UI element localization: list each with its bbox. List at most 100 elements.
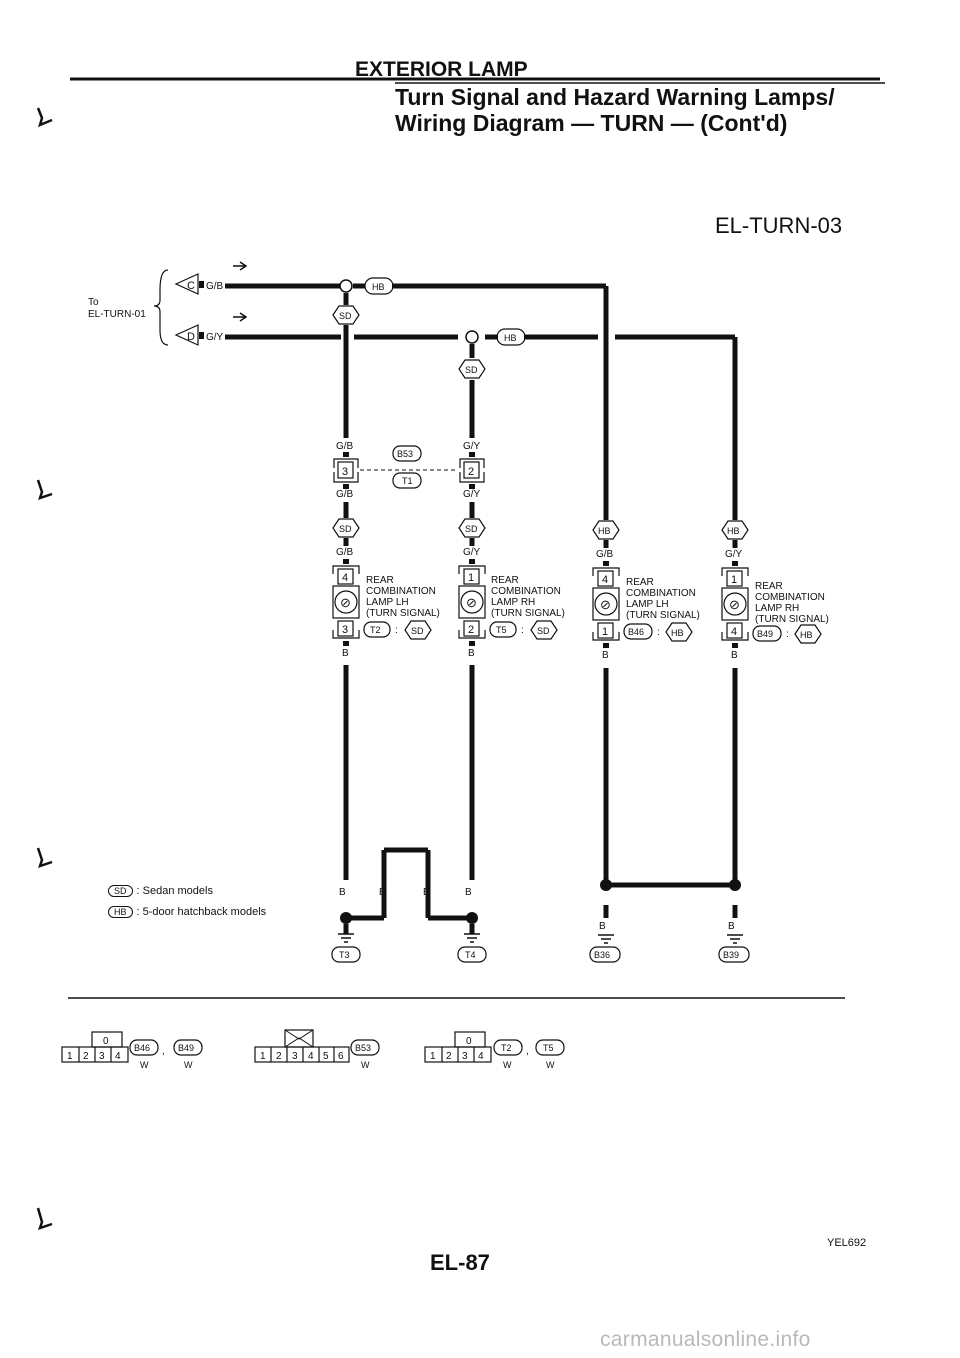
svg-text:B46: B46	[628, 627, 644, 637]
svg-text:HB: HB	[800, 630, 813, 640]
page-title-line-2: Wiring Diagram — TURN — (Cont'd)	[395, 110, 788, 136]
svg-text:T5: T5	[543, 1043, 554, 1053]
sd-badge-lamp2: SD	[458, 518, 486, 538]
svg-text:4: 4	[478, 1051, 484, 1062]
svg-text:COMBINATION: COMBINATION	[366, 586, 436, 597]
wire-label-b: B	[599, 921, 606, 932]
svg-text:1: 1	[602, 626, 608, 638]
svg-text:SD: SD	[465, 365, 478, 375]
wire-label-b: B	[728, 921, 735, 932]
legend-sedan: SD: Sedan models	[108, 885, 213, 897]
legend-hatchback-text: : 5-door hatchback models	[136, 906, 267, 918]
svg-text:4: 4	[115, 1051, 121, 1062]
lamp-bulb-icon: ⊘	[600, 597, 611, 612]
svg-text:B53: B53	[397, 449, 413, 459]
sd-badge-lamp1: SD	[332, 518, 360, 538]
input-connector-d: D G/Y	[174, 312, 248, 346]
hb-badge-top-gb: HB	[364, 277, 394, 295]
svg-text:4: 4	[731, 626, 737, 638]
svg-text::: :	[395, 625, 398, 636]
flow-arrow-icon	[233, 261, 248, 271]
svg-text:REAR: REAR	[366, 575, 394, 586]
svg-text:3: 3	[99, 1051, 105, 1062]
svg-text:W: W	[503, 1060, 512, 1070]
ground-b39: B39	[723, 950, 739, 960]
wire-label-gb: G/B	[336, 547, 354, 558]
svg-text:HB: HB	[671, 628, 684, 638]
diagram-id: EL-TURN-03	[715, 213, 843, 238]
svg-text:2: 2	[446, 1051, 452, 1062]
svg-text:0: 0	[466, 1036, 472, 1047]
svg-text:HB: HB	[372, 282, 385, 292]
svg-text:W: W	[546, 1060, 555, 1070]
lamp-bulb-icon	[723, 592, 747, 616]
input-connector-c-label: C	[187, 280, 195, 292]
svg-text:4: 4	[602, 574, 608, 586]
binding-mark-icon	[36, 479, 53, 500]
rear-combination-lamp-rh-sedan: 1 ⊘ 2 REAR COMBINATION LAMP RH (TURN SIG…	[458, 559, 565, 659]
gy-option-splice	[465, 330, 479, 344]
sd-badge-top-gb: SD	[332, 305, 360, 325]
svg-text:4: 4	[308, 1051, 314, 1062]
input-connector-d-label: D	[187, 331, 195, 343]
svg-text:B: B	[342, 648, 349, 659]
svg-text:1: 1	[430, 1051, 436, 1062]
to-text: To	[88, 297, 99, 308]
svg-text:W: W	[361, 1060, 370, 1070]
svg-text:SD: SD	[465, 524, 478, 534]
splice-connector: G/B G/Y 3 2 B53 T1 G/B G/Y	[333, 441, 485, 500]
binding-mark-icon	[36, 107, 53, 128]
hb-badge-lamp4: HB	[721, 520, 749, 540]
wire-label-b: B	[379, 887, 386, 898]
wire-label-gb: G/B	[596, 549, 614, 560]
svg-text:LAMP LH: LAMP LH	[366, 597, 409, 608]
rear-combination-lamp-lh-hatchback: 4 ⊘ 1 REAR COMBINATION LAMP LH (TURN SIG…	[592, 561, 700, 661]
svg-text:SD: SD	[411, 626, 424, 636]
reference-brace	[153, 269, 169, 346]
svg-text:SD: SD	[537, 626, 550, 636]
svg-text:(TURN SIGNAL): (TURN SIGNAL)	[626, 610, 700, 621]
wire-label-b: B	[465, 887, 472, 898]
gb-option-splice	[339, 279, 353, 293]
ground-symbol-icon	[338, 933, 743, 944]
svg-text::: :	[786, 629, 789, 640]
svg-text:B: B	[602, 650, 609, 661]
svg-text:(TURN SIGNAL): (TURN SIGNAL)	[491, 608, 565, 619]
input-connector-c: C G/B	[174, 261, 248, 295]
figure-code: YEL692	[827, 1237, 867, 1249]
svg-text:LAMP RH: LAMP RH	[491, 597, 535, 608]
wire-label-b: B	[423, 887, 430, 898]
svg-text:G/Y: G/Y	[463, 489, 481, 500]
svg-text:T2: T2	[501, 1043, 512, 1053]
svg-text:W: W	[184, 1060, 193, 1070]
hb-badge-lamp3: HB	[592, 520, 620, 540]
svg-text:(TURN SIGNAL): (TURN SIGNAL)	[366, 608, 440, 619]
svg-text:1: 1	[260, 1051, 266, 1062]
svg-text:B: B	[468, 648, 475, 659]
svg-text:REAR: REAR	[626, 577, 654, 588]
svg-text:COMBINATION: COMBINATION	[491, 586, 561, 597]
svg-text:T1: T1	[402, 476, 413, 486]
legend-sedan-text: : Sedan models	[136, 885, 213, 897]
svg-text:B46: B46	[134, 1043, 150, 1053]
svg-text:(TURN SIGNAL): (TURN SIGNAL)	[755, 614, 829, 625]
site-watermark: carmanualsonline.info	[600, 1328, 811, 1351]
ground-t3: T3	[339, 950, 350, 960]
ground-labels: T3 T4 B36 B39	[331, 946, 750, 963]
section-title: EXTERIOR LAMP	[355, 58, 528, 81]
lamp-bulb-icon: ⊘	[340, 595, 351, 610]
gb-circuit	[225, 283, 609, 520]
svg-text:4: 4	[342, 572, 348, 584]
binding-mark-icon	[36, 847, 53, 868]
svg-text:2: 2	[468, 466, 474, 478]
wire-label-b: B	[339, 887, 346, 898]
legend-hatchback: HB: 5-door hatchback models	[108, 906, 266, 918]
svg-text:G/Y: G/Y	[463, 441, 481, 452]
svg-text::: :	[521, 625, 524, 636]
svg-text:G/B: G/B	[336, 441, 354, 452]
page-title-line-1: Turn Signal and Hazard Warning Lamps/	[395, 84, 835, 110]
svg-text:3: 3	[462, 1051, 468, 1062]
svg-text:2: 2	[468, 624, 474, 636]
lamp-bulb-icon: ⊘	[466, 595, 477, 610]
junction-dot	[600, 879, 612, 891]
